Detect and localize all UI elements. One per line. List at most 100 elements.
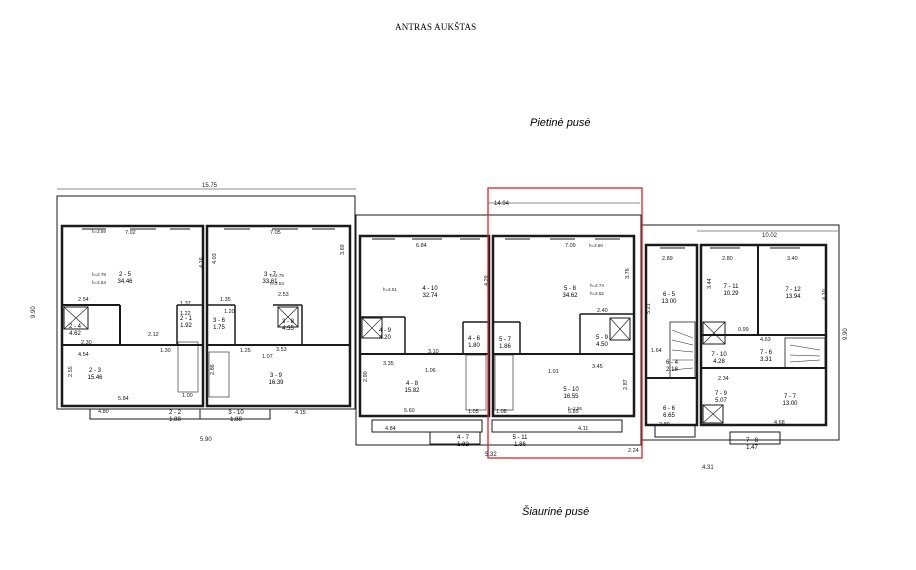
dim-label: 1.07 [262, 354, 273, 360]
room-number: 2 - 5 [119, 272, 132, 278]
dim-label: 4.03 [212, 253, 218, 264]
room-number: 4 - 6 [468, 336, 481, 342]
room-number: 3 - 9 [270, 373, 283, 379]
dim-label: 1.20 [224, 309, 235, 315]
room-area: 10.29 [723, 291, 739, 297]
dim-label: 2.89 [662, 256, 673, 262]
room-area: 2.18 [666, 367, 678, 373]
room-area: 13.00 [661, 299, 677, 305]
dim-label: 4.16 [199, 257, 205, 268]
dim-label: 4.68 [774, 420, 785, 426]
dim-label: 2.80 [722, 256, 733, 262]
dim-label: 4.11 [578, 426, 588, 432]
room-number: 7 - 10 [711, 352, 727, 358]
height-label: h=2.53 [270, 281, 284, 286]
room-area: 34.46 [117, 279, 133, 285]
dim-label: 4.29 [484, 275, 490, 286]
dim-label: 7.02 [125, 230, 136, 236]
height-label: h=2.78 [92, 272, 106, 277]
dim-label: 3.40 [787, 256, 798, 262]
room-area: 1.47 [746, 445, 758, 451]
dim-label: 1.01 [548, 369, 559, 375]
dim-label: 2.53 [278, 292, 289, 298]
room-number: 2 - 3 [89, 368, 102, 374]
overall-dim: 15.75 [202, 183, 218, 189]
dim-label: 2.89 [659, 422, 670, 428]
dim-label: 0.99 [738, 327, 749, 333]
height-label: h=2.51 [383, 287, 397, 292]
room-area: 1.86 [499, 344, 511, 350]
dim-label: 5.21 [646, 303, 652, 314]
room-number: 7 - 6 [760, 350, 773, 356]
dim-label: 1.35 [220, 297, 231, 303]
height-label: h=2.59 [92, 229, 106, 234]
height-label: h=2.52 [590, 291, 604, 296]
dim-label: 1.00 [182, 393, 193, 399]
room-area: 1.88 [169, 417, 181, 423]
room-area: 15.46 [87, 375, 103, 381]
overall-dim: 5.32 [485, 452, 497, 458]
dim-label: 7.09 [565, 243, 576, 249]
room-number: 6 - 4 [666, 360, 679, 366]
room-number: 6 - 6 [663, 406, 676, 412]
dim-label: 3.44 [707, 278, 713, 289]
dim-label: 2.54 [78, 297, 89, 303]
room-area: 1.86 [514, 442, 526, 448]
dim-label: 2.12 [148, 332, 159, 338]
overall-dim: 10.02 [762, 233, 778, 239]
dim-label: 3.35 [383, 361, 394, 367]
height-label: h=2.74 [590, 283, 604, 288]
dim-label: 2.34 [718, 376, 729, 382]
room-area: 34.62 [562, 293, 578, 299]
room-number: 2 - 2 [169, 410, 182, 416]
room-number: 4 - 9 [379, 328, 392, 334]
height-label: h=2.60 [589, 243, 603, 248]
dim-label: 4.80 [98, 409, 109, 415]
room-area: 1.80 [468, 343, 480, 349]
room-area: 4.62 [69, 331, 81, 337]
room-area: 4.20 [379, 335, 391, 341]
room-number: 3 - 6 [213, 318, 226, 324]
room-number: 7 - 9 [715, 391, 728, 397]
room-number: 4 - 8 [406, 381, 419, 387]
height-label: h=2.54 [92, 280, 106, 285]
dim-label: 3.45 [592, 364, 603, 370]
overall-dim: 5.90 [200, 437, 212, 443]
room-area: 1.92 [180, 323, 192, 329]
room-area: 4.28 [713, 359, 725, 365]
dim-label: 3.53 [276, 347, 287, 353]
dim-label: 4.84 [385, 426, 396, 432]
overall-dim: 9.90 [843, 328, 849, 340]
dim-label: 5.84 [118, 396, 129, 402]
dim-label: 3.10 [428, 349, 439, 355]
dim-label: 1.30 [160, 348, 171, 354]
dim-label: 1.08 [496, 409, 507, 415]
room-area: 3.31 [760, 357, 772, 363]
room-number: 6 - 5 [663, 292, 676, 298]
room-area: 1.88 [230, 417, 242, 423]
south-side-label: Pietinė pusė [530, 117, 591, 129]
room-area: 15.82 [404, 388, 420, 394]
dim-label: 2.30 [81, 340, 92, 346]
dim-label: 3.76 [625, 268, 631, 279]
room-area: 5.07 [715, 398, 727, 404]
overall-dim: 4.31 [702, 465, 714, 471]
room-number: 5 - 11 [513, 435, 529, 441]
dim-label: 1.06 [425, 368, 436, 374]
dim-label: 3.69 [340, 244, 346, 255]
dim-label: 2.90 [363, 371, 369, 382]
room-area: 32.74 [422, 293, 438, 299]
dim-label: 1.05 [468, 409, 479, 415]
dim-label: 2.55 [68, 366, 74, 377]
room-number: 3 - 8 [282, 319, 295, 325]
room-area: 1.82 [457, 442, 469, 448]
room-area: 13.00 [782, 401, 798, 407]
dim-label: 1.37 [180, 301, 191, 307]
room-number: 5 - 7 [499, 337, 512, 343]
dim-label: 2.87 [623, 379, 629, 390]
floor-title: ANTRAS AUKŠTAS [395, 22, 477, 32]
room-number: 5 - 10 [563, 387, 579, 393]
dim-label: 4.10 [822, 289, 828, 300]
room-number: 3 - 10 [228, 410, 244, 416]
dim-label: 5.60 [404, 408, 415, 414]
